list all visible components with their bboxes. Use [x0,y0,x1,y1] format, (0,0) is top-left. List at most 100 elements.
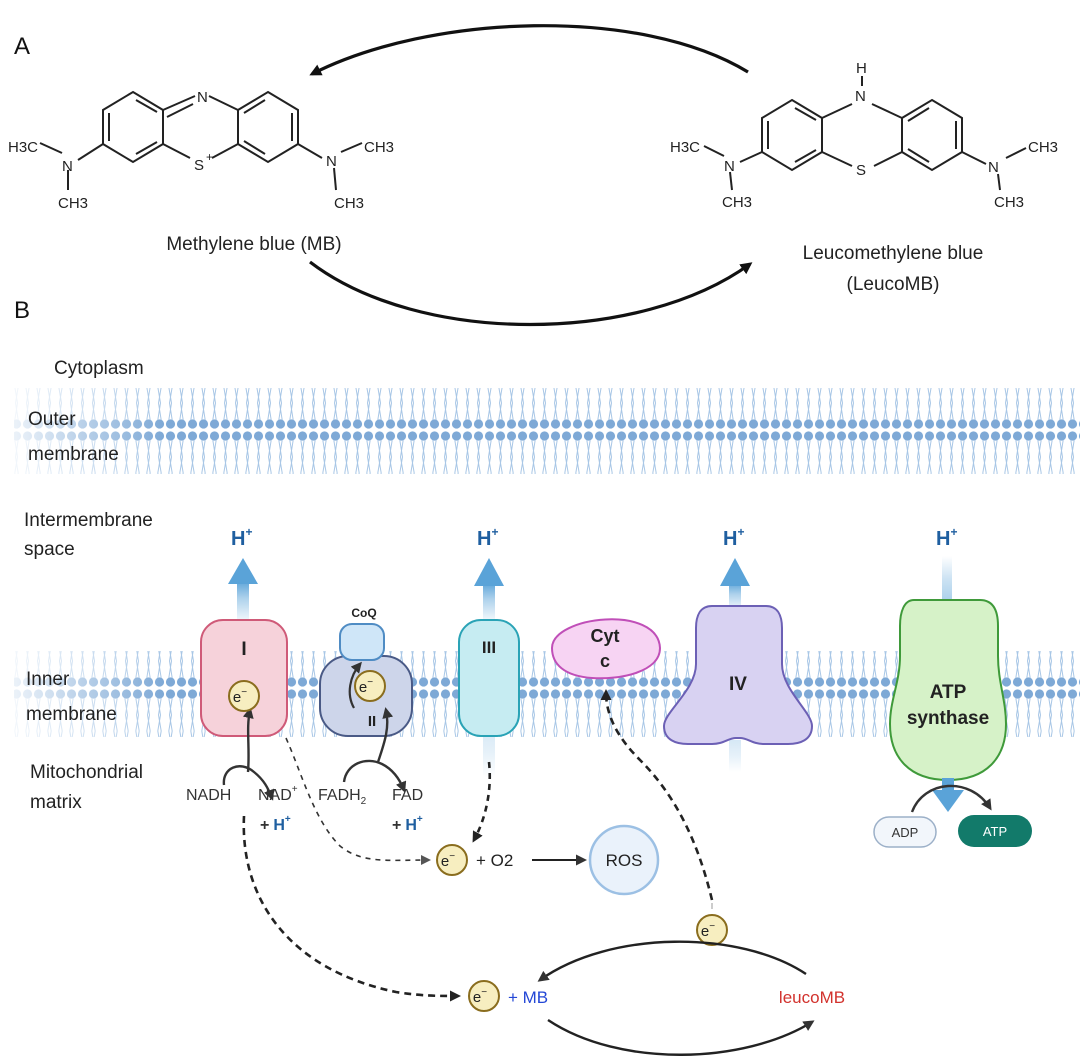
svg-text:e−: e− [359,677,373,696]
mb-ch3-right-upper: CH3 [364,139,394,156]
mb-s: S [194,157,204,174]
proton-label-4: H+ [936,525,957,550]
complex-i [200,619,288,737]
complex-iii-label: III [482,638,496,657]
panel-b-label: B [14,297,30,324]
nadh-oxidation-arrow [222,765,275,801]
coq [339,623,385,661]
atp-synthase-label-2: synthase [907,708,989,729]
svg-text:e−: e− [233,687,247,706]
methylene-blue-atoms: N S + N N H3C CH3 CH3 CH3 [8,89,394,212]
ros-circle [588,824,660,896]
mb-ch3-left-lower: CH3 [58,195,88,212]
proton-labels: H+ H+ H+ H+ [231,525,957,550]
mb-n-top: N [197,89,208,106]
nadh-to-mb-electron-path [242,815,461,1002]
label-outer-membrane-1: Outer [28,409,76,430]
nadh-label: NADH [186,787,231,804]
fadh2-proton-label: +H+ [392,814,423,834]
complex-i-label: I [241,639,246,660]
leucomb-s: S [856,162,866,179]
svg-text:e−: e− [473,987,487,1006]
proton-arrows [228,556,952,778]
leucomethylene-blue-atoms: H N S N N H3C CH3 CH3 CH3 [670,60,1058,211]
svg-text:e−: e− [441,851,455,870]
atp-synthase-label-1: ATP [930,682,967,703]
label-outer-membrane-2: membrane [28,444,119,465]
complex-ii-to-coq-arrow [348,661,362,709]
leucomb-label: leucoMB [779,988,845,1007]
inner-membrane-fade [14,651,164,737]
label-matrix-2: matrix [30,792,82,813]
plus-mb-label: + MB [508,988,548,1007]
leucomb-to-mb-cycle-arrow [537,940,807,982]
cytc-label-1: Cyt [590,626,619,646]
mb-ch3-right-lower: CH3 [334,195,364,212]
methylene-blue-structure [39,90,363,191]
complex-i-electron-entry-arrow [242,707,254,773]
mb-n-left: N [62,158,73,175]
leucomb-name-line1: Leucomethylene blue [803,243,984,264]
fad-label: FAD [392,787,423,804]
nadh-proton-label: +H+ [260,814,291,834]
cytc-label-2: c [600,651,610,671]
outer-membrane-bilayer [14,388,1080,474]
proton-label-1: H+ [231,525,252,550]
leucomb-ch3-left-lower: CH3 [722,194,752,211]
adp-pill [873,816,937,848]
electron-complex-i: e− [228,680,260,712]
panel-a-label: A [14,33,30,60]
atp-pill [958,815,1032,847]
label-inner-membrane-1: Inner [26,669,70,690]
leucomb-ch3-left-upper: H3C [670,139,700,156]
electron-complex-ii: e− [354,670,386,702]
mb-name: Methylene blue (MB) [166,234,341,255]
complex-iii [458,619,520,737]
complex-iv-label: IV [729,674,747,695]
fadh2-oxidation-arrow [342,759,407,793]
region-labels: Cytoplasm Outer membrane Intermembrane s… [24,358,153,813]
leucomb-ch3-right-lower: CH3 [994,194,1024,211]
leucomb-n-top: N [855,88,866,105]
substrate-proton-labels: +H+ +H+ [260,814,423,834]
leucomb-n-left: N [724,158,735,175]
leucomethylene-blue-structure [703,76,1027,191]
complex-iv [662,605,814,745]
cytochrome-c [550,618,662,680]
leucomb-to-cytc-electron-path [600,689,714,901]
fadh2-label: FADH2 [318,787,367,807]
electron-leucomb: e− [696,914,728,946]
label-cytoplasm: Cytoplasm [54,358,144,379]
atp-label: ATP [983,824,1007,839]
mb-to-leucomb-cycle-arrow [547,1019,815,1056]
arrow-mb-to-leucomb [309,260,753,326]
leucomb-h-top: H [856,60,867,77]
nad-label: NAD+ [258,784,298,804]
outer-membrane-fade [14,388,164,474]
complex-ii-electron-entry-arrow [376,707,394,763]
leucomb-ch3-right-upper: CH3 [1028,139,1058,156]
plus-o2-label: + O2 [476,851,513,870]
label-matrix-1: Mitochondrial [30,762,143,783]
leucomb-n-right: N [988,159,999,176]
mb-s-charge: + [206,150,213,164]
proton-label-3: H+ [723,525,744,550]
electron-o2: e− [436,844,468,876]
svg-text:e−: e− [701,921,715,940]
complex-i-leak-to-o2 [285,737,431,866]
adp-to-atp-arrow [910,784,992,813]
ros-label: ROS [606,851,643,870]
substrate-labels: NADH NAD+ FADH2 FAD [186,784,423,807]
coq-label: CoQ [351,606,376,620]
mb-ch3-left-upper: H3C [8,139,38,156]
atp-synthase-proton-arrowhead [932,790,964,812]
electron-mb: e− [468,980,500,1012]
adp-label: ADP [892,825,919,840]
label-inner-membrane-2: membrane [26,704,117,725]
complex-ii-label: II [368,713,376,730]
label-ims-2: space [24,539,75,560]
proton-label-2: H+ [477,525,498,550]
arrow-leucomb-to-mb [309,24,749,76]
leucomb-name-line2: (LeucoMB) [847,274,940,295]
